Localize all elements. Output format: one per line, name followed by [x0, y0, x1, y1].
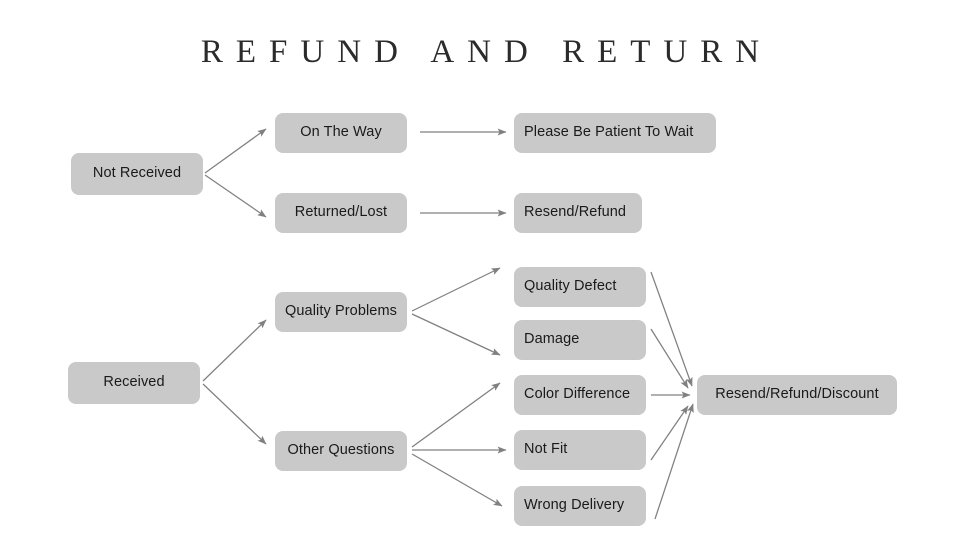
edge-received-to-quality-problems	[202, 319, 267, 382]
node-label: Not Fit	[524, 441, 568, 458]
edge-damage-to-resend-refund-discount	[650, 328, 689, 389]
edge-quality-defect-to-resend-refund-discount	[650, 271, 693, 387]
edge-quality-problems-to-quality-defect	[411, 267, 501, 312]
node-label: Received	[103, 374, 165, 391]
node-on-the-way[interactable]: On The Way	[275, 113, 407, 153]
node-label: Other Questions	[287, 442, 395, 459]
node-color-difference[interactable]: Color Difference	[514, 375, 646, 415]
edge-other-questions-to-wrong-delivery	[411, 453, 503, 507]
node-quality-problems[interactable]: Quality Problems	[275, 292, 407, 332]
node-please-be-patient-to-wait[interactable]: Please Be Patient To Wait	[514, 113, 716, 153]
node-label: Quality Problems	[285, 303, 397, 320]
node-label: Not Received	[92, 165, 182, 182]
node-returned-lost[interactable]: Returned/Lost	[275, 193, 407, 233]
node-not-received[interactable]: Not Received	[71, 153, 203, 195]
edge-quality-problems-to-damage	[411, 313, 501, 356]
node-resend-refund-discount[interactable]: Resend/Refund/Discount	[697, 375, 897, 415]
edge-not-received-to-on-the-way	[204, 128, 267, 174]
node-label: Color Difference	[524, 386, 631, 403]
node-label: Quality Defect	[524, 278, 617, 295]
edge-not-fit-to-resend-refund-discount	[650, 405, 689, 461]
edge-received-to-other-questions	[202, 383, 267, 445]
node-other-questions[interactable]: Other Questions	[275, 431, 407, 471]
node-label: Damage	[524, 331, 580, 348]
node-quality-defect[interactable]: Quality Defect	[514, 267, 646, 307]
node-not-fit[interactable]: Not Fit	[514, 430, 646, 470]
node-label: Resend/Refund/Discount	[715, 386, 879, 403]
edge-wrong-delivery-to-resend-refund-discount	[654, 403, 694, 520]
node-damage[interactable]: Damage	[514, 320, 646, 360]
node-label: On The Way	[300, 124, 382, 141]
node-label: Please Be Patient To Wait	[524, 124, 694, 141]
node-label: Wrong Delivery	[524, 497, 625, 514]
page-title: REFUND AND RETURN	[200, 34, 773, 70]
edge-not-received-to-returned-lost	[204, 174, 267, 218]
node-label: Resend/Refund	[524, 204, 627, 221]
node-label: Returned/Lost	[294, 204, 388, 221]
edge-other-questions-to-color-difference	[411, 382, 501, 448]
node-resend-refund[interactable]: Resend/Refund	[514, 193, 642, 233]
node-received[interactable]: Received	[68, 362, 200, 404]
node-wrong-delivery[interactable]: Wrong Delivery	[514, 486, 646, 526]
